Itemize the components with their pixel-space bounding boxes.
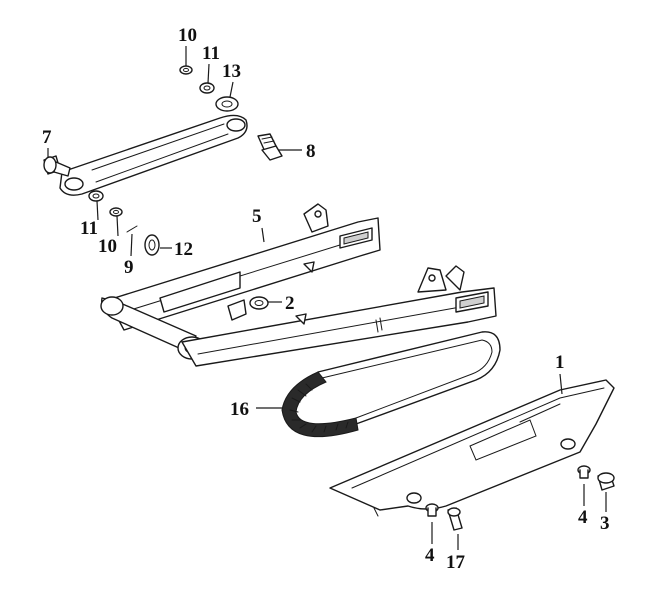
callout-12: 12 (174, 239, 193, 260)
screw-4-bottom (425, 503, 439, 517)
chain-guard (329, 379, 615, 517)
callout-4-right: 4 (578, 507, 588, 528)
bolt-17 (447, 507, 463, 531)
pin-9 (126, 225, 138, 233)
callout-11-bottom: 11 (80, 218, 98, 239)
callout-8: 8 (306, 141, 316, 162)
linkage-rod (59, 114, 248, 196)
screw-4-right (577, 465, 591, 479)
bearing-13 (215, 96, 239, 112)
callout-1: 1 (555, 352, 565, 373)
callout-10-top: 10 (178, 25, 197, 46)
callout-13: 13 (222, 61, 241, 82)
leader-lines (47, 46, 607, 550)
callout-16: 16 (230, 399, 249, 420)
callout-3: 3 (600, 513, 610, 534)
callout-10-bottom: 10 (98, 236, 117, 257)
callout-7: 7 (42, 127, 52, 148)
washer-11-top (199, 82, 215, 94)
bolt-8 (257, 133, 283, 161)
washer-10-top (179, 65, 193, 75)
callout-4-bottom: 4 (425, 545, 435, 566)
washer-10-bottom (109, 207, 123, 217)
clip-12 (144, 234, 160, 256)
drive-chain (281, 331, 501, 438)
bolt-3 (597, 472, 615, 491)
washer-11-bottom (88, 190, 104, 202)
callout-9: 9 (124, 257, 134, 278)
callout-2: 2 (285, 293, 295, 314)
callout-labels: 10 11 13 7 8 11 10 9 12 5 2 16 1 4 3 4 1… (42, 25, 610, 573)
swing-arm (100, 203, 497, 367)
callout-17: 17 (446, 552, 466, 573)
bolt-7 (43, 155, 71, 177)
callout-5: 5 (252, 206, 262, 227)
callout-11-top: 11 (202, 43, 220, 64)
nut-2 (249, 296, 269, 310)
